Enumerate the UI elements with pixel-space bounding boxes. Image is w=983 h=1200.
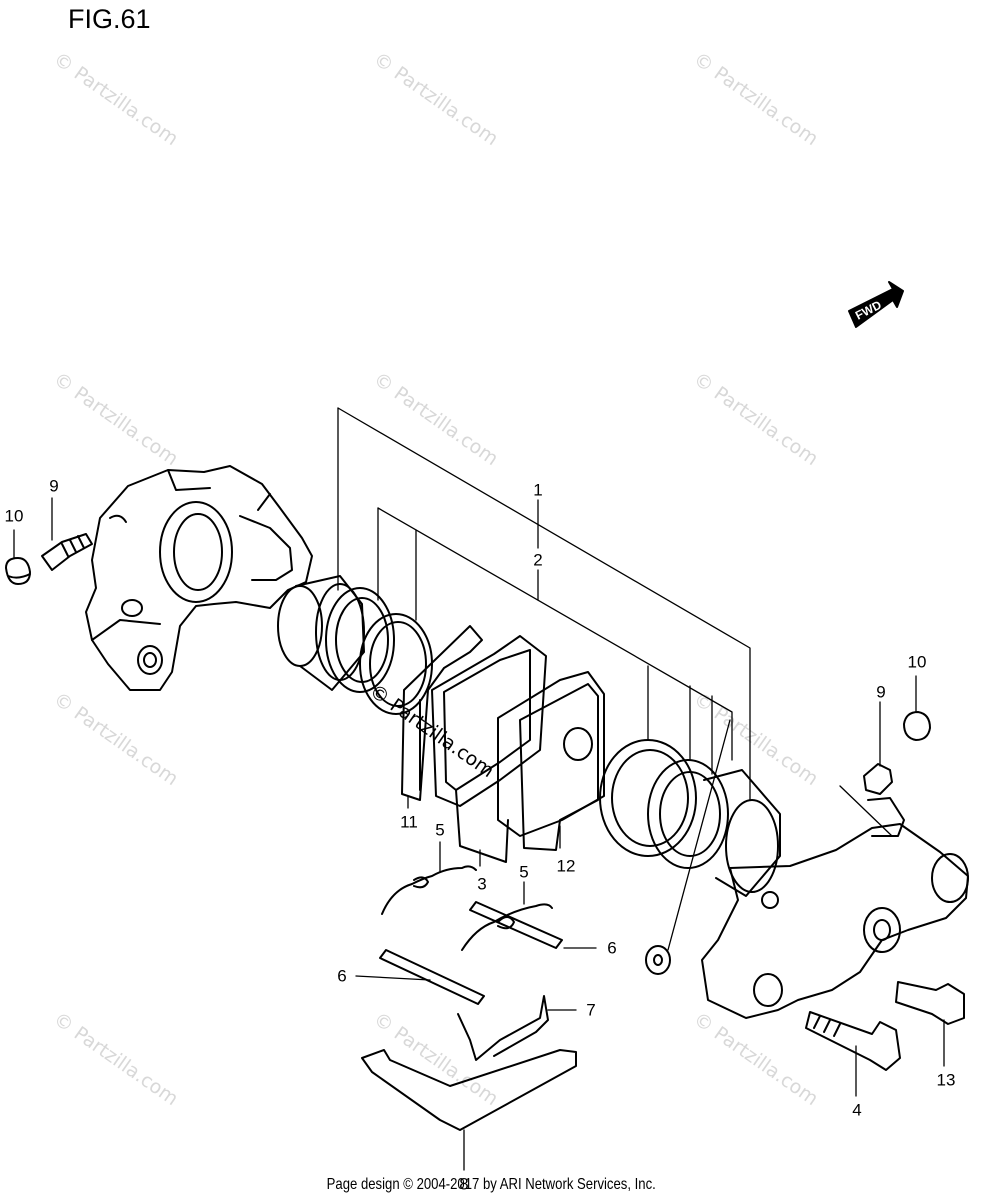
callout-1[interactable]: 1 bbox=[533, 480, 543, 500]
callout-9[interactable]: 9 bbox=[876, 682, 886, 702]
mounting-bolt-13 bbox=[895, 981, 965, 1025]
piston-right bbox=[703, 769, 781, 897]
footer-copyright: Page design © 2004-2017 by ARI Network S… bbox=[326, 1176, 656, 1193]
callout-3[interactable]: 3 bbox=[477, 874, 487, 894]
bleeder-screw-left bbox=[41, 533, 93, 571]
pad-pin-upper bbox=[469, 901, 563, 949]
mounting-bolt-4 bbox=[805, 1011, 901, 1071]
dust-seal-right bbox=[599, 739, 697, 857]
callout-10[interactable]: 10 bbox=[4, 506, 24, 526]
brake-pad-front bbox=[431, 635, 547, 863]
brake-pad-rear bbox=[497, 671, 605, 837]
callout-2[interactable]: 2 bbox=[533, 550, 543, 570]
bleeder-cap-right bbox=[903, 711, 931, 741]
bleeder-cap-left bbox=[5, 557, 31, 585]
callout-4[interactable]: 4 bbox=[852, 1100, 862, 1120]
caliper-body-left bbox=[85, 465, 313, 691]
callout-10[interactable]: 10 bbox=[907, 652, 927, 672]
pad-spring-upper bbox=[381, 865, 477, 915]
callout-6[interactable]: 6 bbox=[607, 938, 617, 958]
callout-13[interactable]: 13 bbox=[936, 1070, 956, 1090]
callout-leaders bbox=[13, 407, 945, 1171]
callout-12[interactable]: 12 bbox=[556, 856, 576, 876]
caliper-body-right bbox=[701, 797, 969, 1019]
callout-5[interactable]: 5 bbox=[435, 820, 445, 840]
pad-shim-rear bbox=[519, 683, 599, 851]
caliper-cover bbox=[361, 1049, 577, 1131]
pad-spring-lower bbox=[461, 903, 553, 951]
callout-5[interactable]: 5 bbox=[519, 862, 529, 882]
piston-seal-right bbox=[647, 759, 729, 869]
pad-retainer-clip bbox=[457, 995, 549, 1061]
figure-title: FIG.61 bbox=[68, 4, 151, 34]
callout-9[interactable]: 9 bbox=[49, 476, 59, 496]
callout-8[interactable]: 8 bbox=[459, 1174, 469, 1194]
callout-6[interactable]: 6 bbox=[337, 966, 347, 986]
callout-11[interactable]: 11 bbox=[400, 812, 418, 832]
bleeder-screw-right bbox=[863, 763, 893, 795]
fwd-arrow-icon: FWD bbox=[848, 281, 904, 328]
washer bbox=[645, 945, 671, 975]
piston bbox=[277, 575, 365, 691]
pad-pin-lower bbox=[379, 949, 485, 1005]
callout-7[interactable]: 7 bbox=[586, 1000, 596, 1020]
